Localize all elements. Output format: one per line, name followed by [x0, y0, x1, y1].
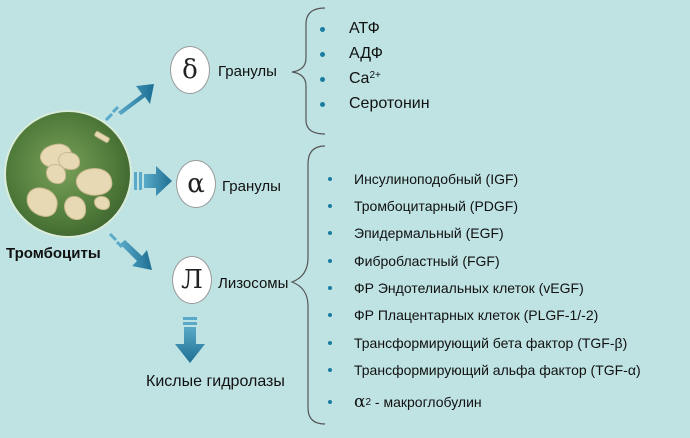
acid-hydrolases-label: Кислые гидролазы	[146, 373, 285, 390]
bullet-icon	[328, 368, 332, 372]
alpha-item-text: Инсулиноподобный (IGF)	[354, 171, 519, 187]
alpha-item: Тромбоцитарный (PDGF)	[328, 198, 518, 214]
alpha2-symbol: α	[354, 392, 366, 412]
arrow-to-delta	[104, 84, 154, 122]
bullet-icon	[320, 76, 325, 82]
alpha-item: Трансформирующий альфа фактор (TGF-α)	[328, 362, 641, 378]
alpha-item-text: ФР Эндотелиальных клеток (vEGF)	[354, 280, 584, 296]
alpha-item-text: Тромбоцитарный (PDGF)	[354, 198, 518, 214]
alpha-granule-icon: α	[176, 160, 216, 208]
alpha2-subscript: 2	[365, 396, 372, 408]
alpha-item: Фибробластный (FGF)	[328, 253, 500, 269]
alpha-item-text: Трансформирующий альфа фактор (TGF-α)	[354, 362, 641, 378]
bullet-icon	[328, 177, 332, 181]
bullet-icon	[320, 51, 325, 57]
alpha-item-text: Трансформирующий бета фактор (TGF-β)	[354, 335, 628, 351]
lysosomes-label: Лизосомы	[218, 275, 289, 292]
platelets-label: Тромбоциты	[6, 245, 101, 262]
calcium-charge: 2+	[369, 69, 381, 81]
alpha-item: Эпидермальный (EGF)	[328, 225, 504, 241]
delta-item-text: Ca	[349, 70, 370, 87]
bullet-icon	[328, 341, 332, 345]
arrow-to-hydrolases	[175, 317, 205, 363]
delta-granules-label: Гранулы	[218, 63, 277, 80]
alpha-item: Трансформирующий бета фактор (TGF-β)	[328, 335, 627, 351]
alpha-item: ФР Эндотелиальных клеток (vEGF)	[328, 280, 584, 296]
delta-brace	[291, 7, 326, 135]
bullet-icon	[328, 313, 332, 317]
delta-item-text: АДФ	[349, 45, 383, 62]
alpha-item-text: - макроглобулин	[371, 394, 482, 410]
lysosome-icon: Л	[172, 256, 212, 304]
alpha-item-text: Фибробластный (FGF)	[354, 253, 500, 269]
bullet-icon	[320, 26, 325, 32]
bullet-icon	[320, 101, 325, 107]
platelet-image	[4, 110, 132, 238]
delta-item: Серотонин	[320, 95, 430, 113]
alpha-brace	[290, 145, 326, 425]
bullet-icon	[328, 286, 332, 290]
delta-item: АДФ	[320, 45, 383, 63]
delta-item: АТФ	[320, 20, 380, 38]
bullet-icon	[328, 204, 332, 208]
arrow-to-lysosome	[108, 232, 152, 270]
alpha-granules-label: Гранулы	[222, 178, 281, 195]
bullet-icon	[328, 259, 332, 263]
alpha-item-text: ФР Плацентарных клеток (PLGF-1/-2)	[354, 307, 599, 323]
delta-granule-icon: δ	[170, 46, 210, 94]
bullet-icon	[328, 231, 332, 235]
alpha-item: ФР Плацентарных клеток (PLGF-1/-2)	[328, 307, 598, 323]
delta-item-text: АТФ	[349, 20, 380, 37]
alpha-item: Инсулиноподобный (IGF)	[328, 171, 518, 187]
delta-item-text: Серотонин	[349, 95, 430, 112]
bullet-icon	[328, 400, 332, 404]
alpha-item-text: Эпидермальный (EGF)	[354, 225, 504, 241]
arrow-to-alpha	[134, 166, 172, 196]
